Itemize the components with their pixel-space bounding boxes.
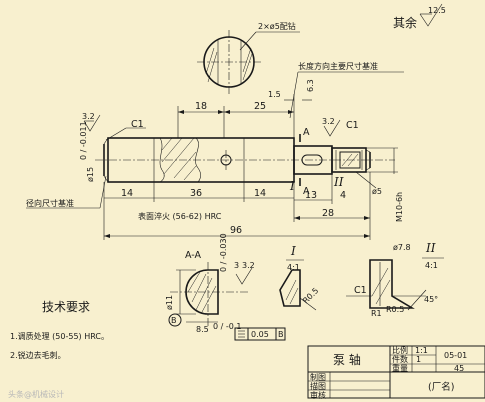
- dim-dia-7-8: ø7.8: [393, 243, 411, 252]
- rest-roughness-label: 其余: [393, 15, 417, 30]
- dim-1-5: 1.5: [268, 90, 281, 99]
- dim-r0-5-b: R0.5: [386, 305, 404, 314]
- pin-hole-note: 2×ø5配钻: [258, 21, 296, 31]
- dim-dia-15-tol: 0 / -0.011: [79, 121, 88, 160]
- title-block: [307, 345, 485, 399]
- top-dimensions: [177, 94, 312, 146]
- chamfer-left: C1: [131, 119, 144, 130]
- drafted-label: 描图: [310, 381, 326, 391]
- dim-45: 45°: [424, 295, 438, 304]
- dim-13: 13: [305, 190, 317, 201]
- detail-2-scale: 4:1: [425, 261, 438, 270]
- quantity-label: 件数: [392, 354, 408, 364]
- section-marker-top: A: [303, 127, 310, 138]
- dim-96: 96: [230, 225, 242, 236]
- checked-label: 审核: [310, 390, 326, 400]
- dim-36: 36: [190, 188, 202, 199]
- dim-28: 28: [322, 208, 334, 219]
- bottom-dimensions: [103, 172, 371, 240]
- dim-14-b: 14: [254, 188, 266, 199]
- detail-1-title: I: [290, 244, 296, 258]
- gtol-ref: B: [278, 330, 284, 339]
- roughness-left: 3.2: [82, 112, 95, 121]
- note-2: 2.锐边去毛刺。: [10, 350, 66, 360]
- chamfer-detail: C1: [354, 285, 367, 296]
- rest-roughness: 其余 12.5: [393, 3, 446, 30]
- scale-value: 1:1: [415, 346, 428, 355]
- factory-name: (厂名): [428, 381, 454, 393]
- detail-2: II 4:1 ø7.8 45° C1 R1 R0.5: [346, 241, 444, 318]
- drawing-number: 05-01: [444, 351, 467, 360]
- dim-3-tol: 0 / -0.030: [219, 233, 228, 272]
- section-a-a: A-A: [170, 250, 253, 326]
- radial-datum-label: 径向尺寸基准: [26, 198, 74, 208]
- rest-roughness-value: 12.5: [428, 6, 446, 15]
- dim-4: 4: [340, 190, 346, 201]
- dim-dia-15: ø15: [86, 167, 95, 182]
- gtol-value: 0.05: [251, 330, 269, 339]
- weight-value: 45: [454, 364, 464, 373]
- part-name: 泵 轴: [333, 352, 361, 367]
- weight-label: 重量: [392, 363, 408, 373]
- dim-dia-5: ø5: [372, 187, 382, 196]
- dim-8-5-tol: 0 / -0.1: [213, 322, 241, 331]
- drawn-label: 制图: [310, 372, 326, 382]
- roughness-section: 3.2: [242, 261, 255, 270]
- dim-14-a: 14: [121, 188, 133, 199]
- dim-8-5: 8.5: [196, 325, 209, 334]
- detail-marker-1: I: [289, 179, 295, 193]
- detail-1-scale: 4:1: [287, 263, 300, 272]
- dim-3: 3: [234, 261, 239, 270]
- section-title: A-A: [185, 250, 202, 261]
- length-datum-label: 长度方向主要尺寸基准: [298, 61, 378, 71]
- quantity-value: 1: [416, 355, 421, 364]
- dim-25: 25: [254, 101, 266, 112]
- datum-b: B: [171, 316, 177, 325]
- dim-r0-5-a: R0.5: [301, 286, 320, 305]
- pin-hole-section: [197, 30, 300, 94]
- dim-18: 18: [195, 101, 207, 112]
- main-shaft-view: [95, 137, 395, 183]
- detail-marker-2: II: [333, 175, 344, 189]
- detail-1: I 4:1 R0.5: [279, 244, 320, 311]
- note-1: 1.调质处理 (50-55) HRC。: [10, 331, 109, 341]
- chamfer-right: C1: [346, 120, 359, 131]
- dim-m10: M10-6h: [395, 192, 404, 222]
- roughness-right: 3.2: [322, 117, 335, 126]
- dim-dia-11: ø11: [165, 295, 174, 310]
- scale-label: 比例: [392, 345, 408, 355]
- section-marker-bottom: A: [303, 186, 310, 197]
- dim-r1: R1: [371, 309, 382, 318]
- watermark: 头条@机械设计: [8, 389, 64, 399]
- detail-2-title: II: [425, 241, 436, 255]
- surface-hardening-label: 表面淬火 (56-62) HRC: [138, 211, 222, 221]
- dim-6-3: 6.3: [306, 79, 315, 92]
- notes-title: 技术要求: [42, 300, 90, 314]
